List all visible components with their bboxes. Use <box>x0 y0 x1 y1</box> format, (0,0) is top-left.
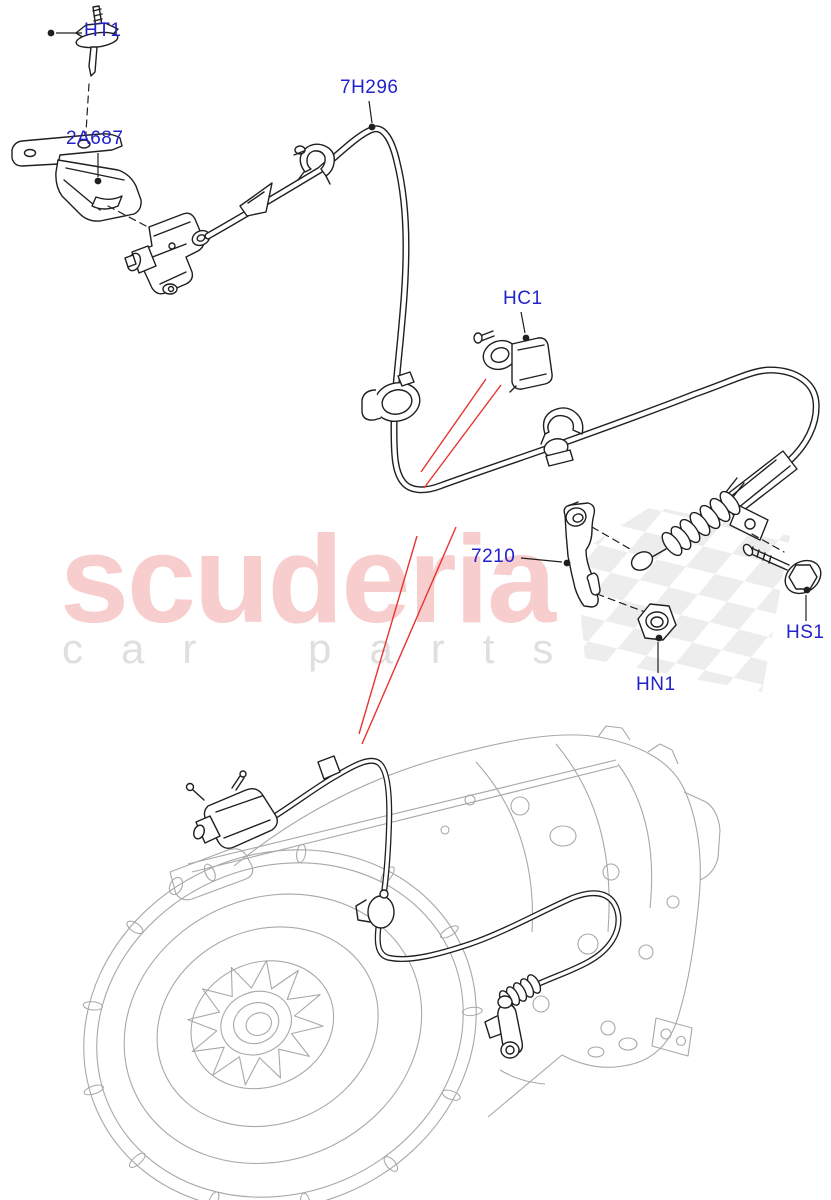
watermark-subtitle-text: car parts <box>62 625 591 672</box>
7210-lever-drawing <box>563 501 646 613</box>
2a687-bracket-drawing <box>11 133 147 227</box>
cable-connector-drawing <box>124 212 211 295</box>
part-label-hc1[interactable]: HC1 <box>503 288 543 309</box>
part-label-hs1[interactable]: HS1 <box>786 622 825 643</box>
pointer-lines <box>358 378 502 745</box>
transmission-ghost-drawing <box>81 725 721 1200</box>
part-label-7210[interactable]: 7210 <box>471 546 516 567</box>
brand-watermark: scuderia car parts <box>60 511 591 672</box>
checkered-flag-watermark <box>575 506 790 692</box>
hc1-clip-drawing <box>473 330 553 393</box>
exploded-view-drawing <box>11 5 822 641</box>
ht1-bolt-drawing <box>75 5 119 149</box>
part-label-7h296[interactable]: 7H296 <box>340 77 399 98</box>
installed-cable-drawing <box>185 755 622 1059</box>
leader-lines <box>47 29 811 673</box>
part-label-ht1[interactable]: HT1 <box>84 20 122 41</box>
hs1-bolt-drawing <box>742 533 822 595</box>
hn1-nut-drawing <box>637 603 677 641</box>
part-label-2a687[interactable]: 2A687 <box>66 128 124 149</box>
watermark-brand-text: scuderia <box>60 511 557 649</box>
7h296-cable-drawing <box>204 125 820 571</box>
part-label-hn1[interactable]: HN1 <box>636 674 676 695</box>
